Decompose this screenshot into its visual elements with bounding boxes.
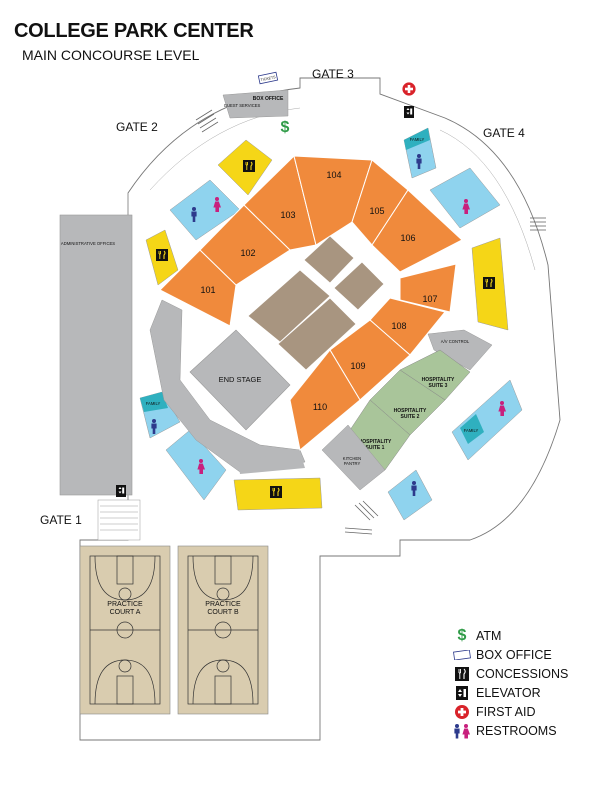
atm-icon: $ (281, 119, 290, 136)
legend-label: ELEVATOR (476, 685, 541, 700)
family-label: FAMILY (146, 401, 161, 406)
restroom-northeast (429, 167, 501, 229)
hospitality-suite-2-label-a: HOSPITALITY (394, 408, 427, 414)
family-label: FAMILY (410, 137, 425, 142)
elevator-icon (452, 685, 472, 701)
legend-label: FIRST AID (476, 704, 536, 719)
section-110 (289, 349, 361, 451)
legend-row-box-office: BOX OFFICE (452, 645, 568, 664)
hospitality-suite-2-label-b: SUITE 2 (401, 414, 420, 420)
end-stage-label: END STAGE (219, 375, 262, 384)
box-office-label: BOX OFFICE (253, 96, 284, 102)
concessions-icon (269, 485, 283, 499)
concourse-ring (149, 299, 306, 473)
legend-label: CONCESSIONS (476, 666, 569, 681)
first-aid-icon (452, 704, 472, 720)
section-label-106: 106 (400, 233, 415, 243)
legend-label: ATM (476, 628, 502, 643)
elevator-icon-gate3 (404, 106, 414, 118)
section-label-101: 101 (200, 285, 215, 295)
court-b-label-a: PRACTICE (205, 601, 241, 608)
section-label-109: 109 (350, 361, 365, 371)
ticket-icon (452, 647, 472, 663)
kitchen-pantry (321, 424, 386, 491)
legend-label: RESTROOMS (476, 723, 557, 738)
legend-row-first-aid: FIRST AID (452, 702, 568, 721)
concessions-icon (155, 248, 169, 262)
av-control (427, 329, 493, 371)
section-label-102: 102 (240, 248, 255, 258)
floor-seating-1 (303, 235, 355, 284)
hospitality-suite-1-label-a: HOSPITALITY (359, 439, 392, 445)
section-106 (371, 189, 463, 273)
section-label-103: 103 (280, 210, 295, 220)
kitchen-pantry-label-a: KITCHEN (343, 456, 361, 461)
concessions-icon (452, 666, 472, 682)
floor-seating-4 (277, 297, 357, 371)
restroom-southeast (387, 469, 433, 521)
section-label-104: 104 (326, 170, 341, 180)
first-aid-icon (401, 81, 417, 97)
section-labels: 101 102 103 104 105 106 107 108 109 110 (200, 170, 437, 412)
court-b-label-b: COURT B (207, 609, 239, 616)
floor-seating-2 (333, 261, 385, 311)
hospitality-suite-3-label-b: SUITE 3 (429, 383, 448, 389)
legend-row-restrooms: RESTROOMS (452, 721, 568, 740)
gate-4-label: GATE 4 (483, 126, 525, 140)
page-subtitle: MAIN CONCOURSE LEVEL (22, 47, 200, 63)
gate-3-label: GATE 3 (312, 67, 354, 81)
guest-services-label: GUEST SERVICES (224, 103, 261, 108)
legend-row-elevator: ELEVATOR (452, 683, 568, 702)
section-label-107: 107 (422, 294, 437, 304)
legend-row-atm: $ ATM (452, 626, 568, 645)
section-label-110: 110 (313, 402, 327, 412)
restroom-southwest (165, 429, 227, 501)
section-107 (399, 263, 457, 313)
section-label-105: 105 (369, 206, 384, 216)
atm-icon: $ (457, 626, 467, 644)
box-office (222, 89, 289, 119)
legend: $ ATM BOX OFFICE CONCESSIONS ELEVATOR FI… (452, 626, 568, 740)
kitchen-pantry-label-b: PANTRY (344, 461, 361, 466)
floor-seating-3 (247, 269, 331, 343)
admin-offices-label: ADMINISTRATIVE OFFICES (61, 241, 115, 246)
ticket-icon: TICKETS (257, 71, 279, 85)
hospitality-suite-1-label-b: SUITE 1 (366, 445, 385, 451)
court-a-label-b: COURT A (110, 609, 141, 616)
page-title: COLLEGE PARK CENTER (14, 20, 254, 42)
av-control-label: A/V CONTROL (441, 339, 470, 344)
tickets-label: TICKETS (260, 75, 276, 82)
restrooms-icon (452, 723, 472, 739)
gate-1-label: GATE 1 (40, 513, 82, 527)
legend-label: BOX OFFICE (476, 647, 552, 662)
concessions-icon (242, 159, 256, 173)
section-label-108: 108 (391, 321, 406, 331)
elevator-icon (116, 485, 126, 497)
legend-row-concessions: CONCESSIONS (452, 664, 568, 683)
family-label: FAMILY (464, 428, 479, 433)
court-a-label-a: PRACTICE (107, 601, 143, 608)
concessions-icon (482, 276, 496, 290)
end-stage (189, 329, 291, 431)
hospitality-suite-3-label-a: HOSPITALITY (422, 377, 455, 383)
gate-2-label: GATE 2 (116, 120, 158, 134)
administrative-offices (59, 214, 133, 496)
